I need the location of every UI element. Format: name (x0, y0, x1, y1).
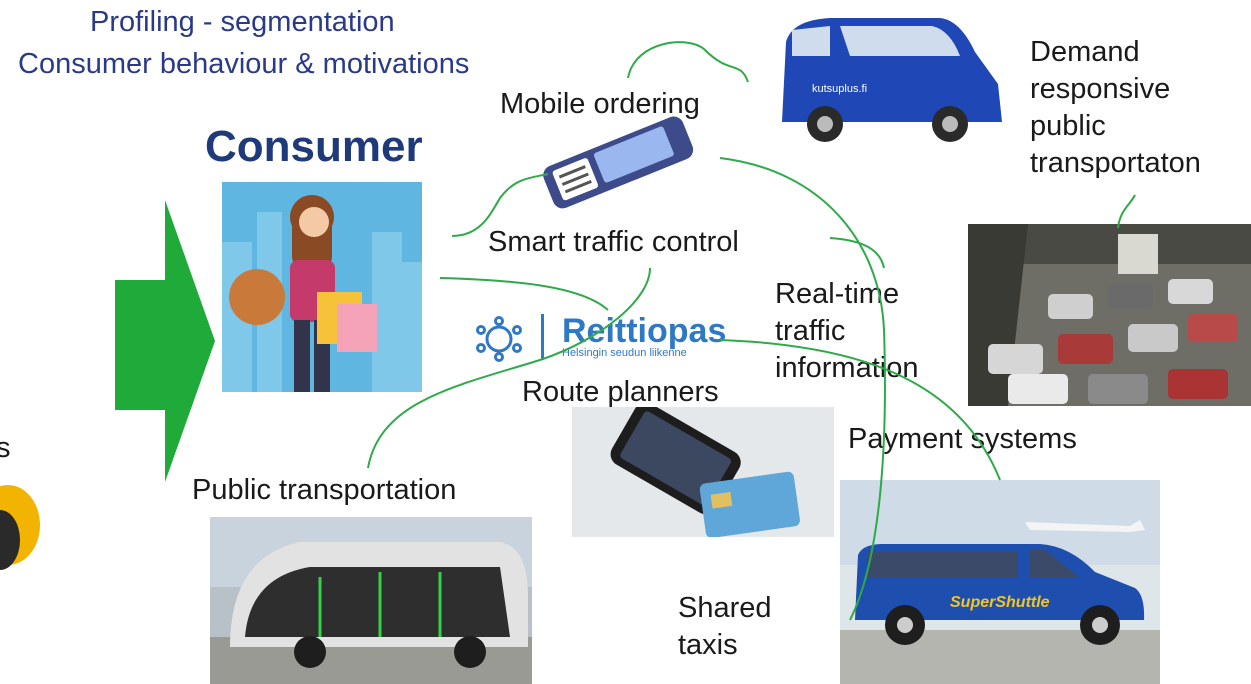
shopper-illustration (222, 195, 422, 392)
traffic-jam-image (968, 224, 1251, 406)
demand-line-1: Demand (1030, 36, 1140, 68)
demand-line-2: responsive (1030, 73, 1171, 105)
connector-consumer-to-reittiopas (439, 277, 609, 311)
phone-card-photo (610, 407, 800, 537)
demand-line-4: transportaton (1030, 147, 1201, 179)
consumer-title: Consumer (205, 122, 423, 171)
header-consumer-behaviour: Consumer behaviour & motivations (18, 48, 470, 80)
label-route-planners: Route planners (522, 376, 719, 408)
shuttle-photo: SuperShuttle (840, 480, 1160, 684)
reittiopas-logo-icon (476, 316, 522, 362)
label-smart-traffic-control: Smart traffic control (488, 226, 739, 258)
reittiopas-logo-text: Reittiopas (562, 312, 727, 350)
header-profiling: Profiling - segmentation (90, 6, 395, 38)
traffic-photo (968, 224, 1251, 406)
bus-photo (210, 517, 532, 684)
reittiopas-logo-subtitle: Helsingin seudun liikenne (562, 347, 687, 359)
label-mobile-ordering: Mobile ordering (500, 88, 700, 120)
realtime-line-2: traffic (775, 315, 846, 347)
demand-line-3: public (1030, 110, 1106, 142)
label-public-transportation: Public transportation (192, 474, 457, 506)
label-demand-responsive: Demand responsive public transportaton (1030, 34, 1201, 182)
connector-header-to-mobile (627, 41, 749, 83)
label-shared-taxis: Shared taxis (678, 590, 772, 664)
minibus-decal-text: kutsuplus.fi (812, 83, 867, 95)
left-cutoff-text: s (0, 432, 11, 464)
connector-smart-traffic-to-realtime (829, 237, 885, 269)
minibus-image: kutsuplus.fi (782, 18, 1002, 142)
connector-smart-traffic-to-bus (367, 267, 651, 469)
mobile-phone-icon (543, 116, 694, 209)
left-cutoff-graphic (0, 485, 40, 570)
green-arrow-icon (115, 200, 215, 482)
connector-demand-to-traffic (1117, 194, 1136, 229)
shared-taxis-line-1: Shared (678, 592, 772, 624)
shared-taxis-line-2: taxis (678, 629, 738, 661)
public-bus-image (210, 517, 532, 684)
route-planner-image (572, 407, 834, 537)
shuttle-decal-text: SuperShuttle (950, 594, 1050, 611)
label-payment-systems: Payment systems (848, 423, 1077, 455)
logo-divider (541, 314, 544, 360)
arrow-shape (115, 200, 215, 482)
connector-reittiopas-to-payment (719, 339, 1001, 481)
shuttle-van-image: SuperShuttle (840, 480, 1160, 684)
consumer-image (222, 182, 422, 392)
connector-phone-to-shared-taxis (719, 157, 886, 621)
connector-consumer-to-phone (451, 173, 549, 237)
